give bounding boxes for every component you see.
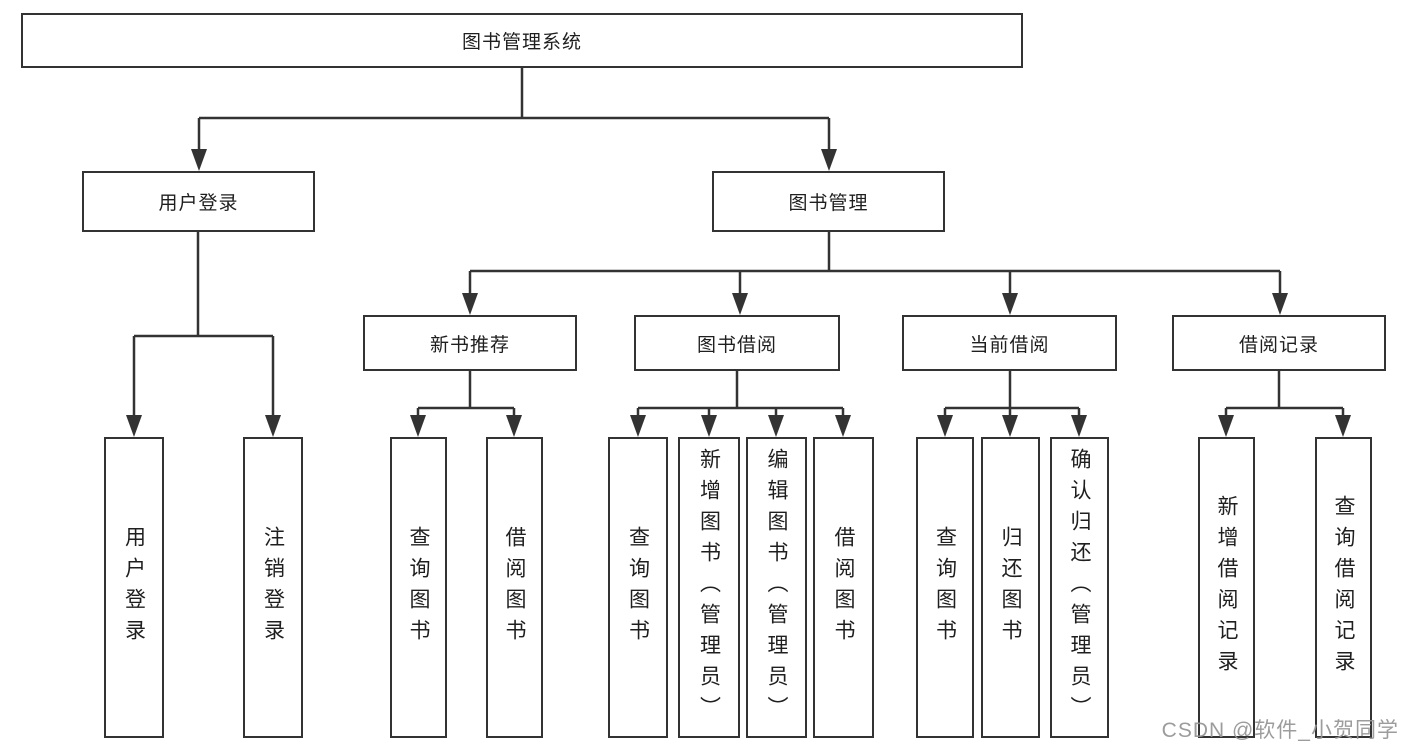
node-current-borrowing: 当前借阅 [902, 315, 1117, 371]
node-book-borrowing: 图书借阅 [634, 315, 840, 371]
node-root: 图书管理系统 [21, 13, 1023, 68]
leaf-query-books-borrowing: 查询图书 [608, 437, 668, 738]
leaf-query-books-current: 查询图书 [916, 437, 974, 738]
leaf-user-login: 用户登录 [104, 437, 164, 738]
leaf-add-borrow-record: 新增借阅记录 [1198, 437, 1255, 738]
node-user-login: 用户登录 [82, 171, 315, 232]
leaf-query-books-newbooks: 查询图书 [390, 437, 447, 738]
leaf-edit-books-admin: 编辑图书（管理员） [746, 437, 807, 738]
node-borrowing-records: 借阅记录 [1172, 315, 1386, 371]
leaf-add-books-admin: 新增图书（管理员） [678, 437, 740, 738]
node-book-management: 图书管理 [712, 171, 945, 232]
watermark: CSDN @软件_小贺同学 [1161, 719, 1399, 742]
leaf-borrow-books-newbooks: 借阅图书 [486, 437, 543, 738]
node-new-book-recommend: 新书推荐 [363, 315, 577, 371]
connector-newbooks-to-leaves [410, 371, 522, 437]
leaf-confirm-return-admin: 确认归还（管理员） [1050, 437, 1109, 738]
connector-root-to-level2 [191, 68, 837, 171]
leaf-borrow-books-borrowing: 借阅图书 [813, 437, 874, 738]
connector-bookmgmt-to-level3 [462, 232, 1288, 315]
connector-current-to-leaves [937, 371, 1087, 437]
leaf-query-borrow-record: 查询借阅记录 [1315, 437, 1372, 738]
leaf-logout: 注销登录 [243, 437, 303, 738]
connector-userlogin-to-leaves [126, 232, 281, 437]
leaf-return-books: 归还图书 [981, 437, 1040, 738]
connector-borrowing-to-leaves [630, 371, 851, 437]
connector-records-to-leaves [1218, 371, 1351, 437]
